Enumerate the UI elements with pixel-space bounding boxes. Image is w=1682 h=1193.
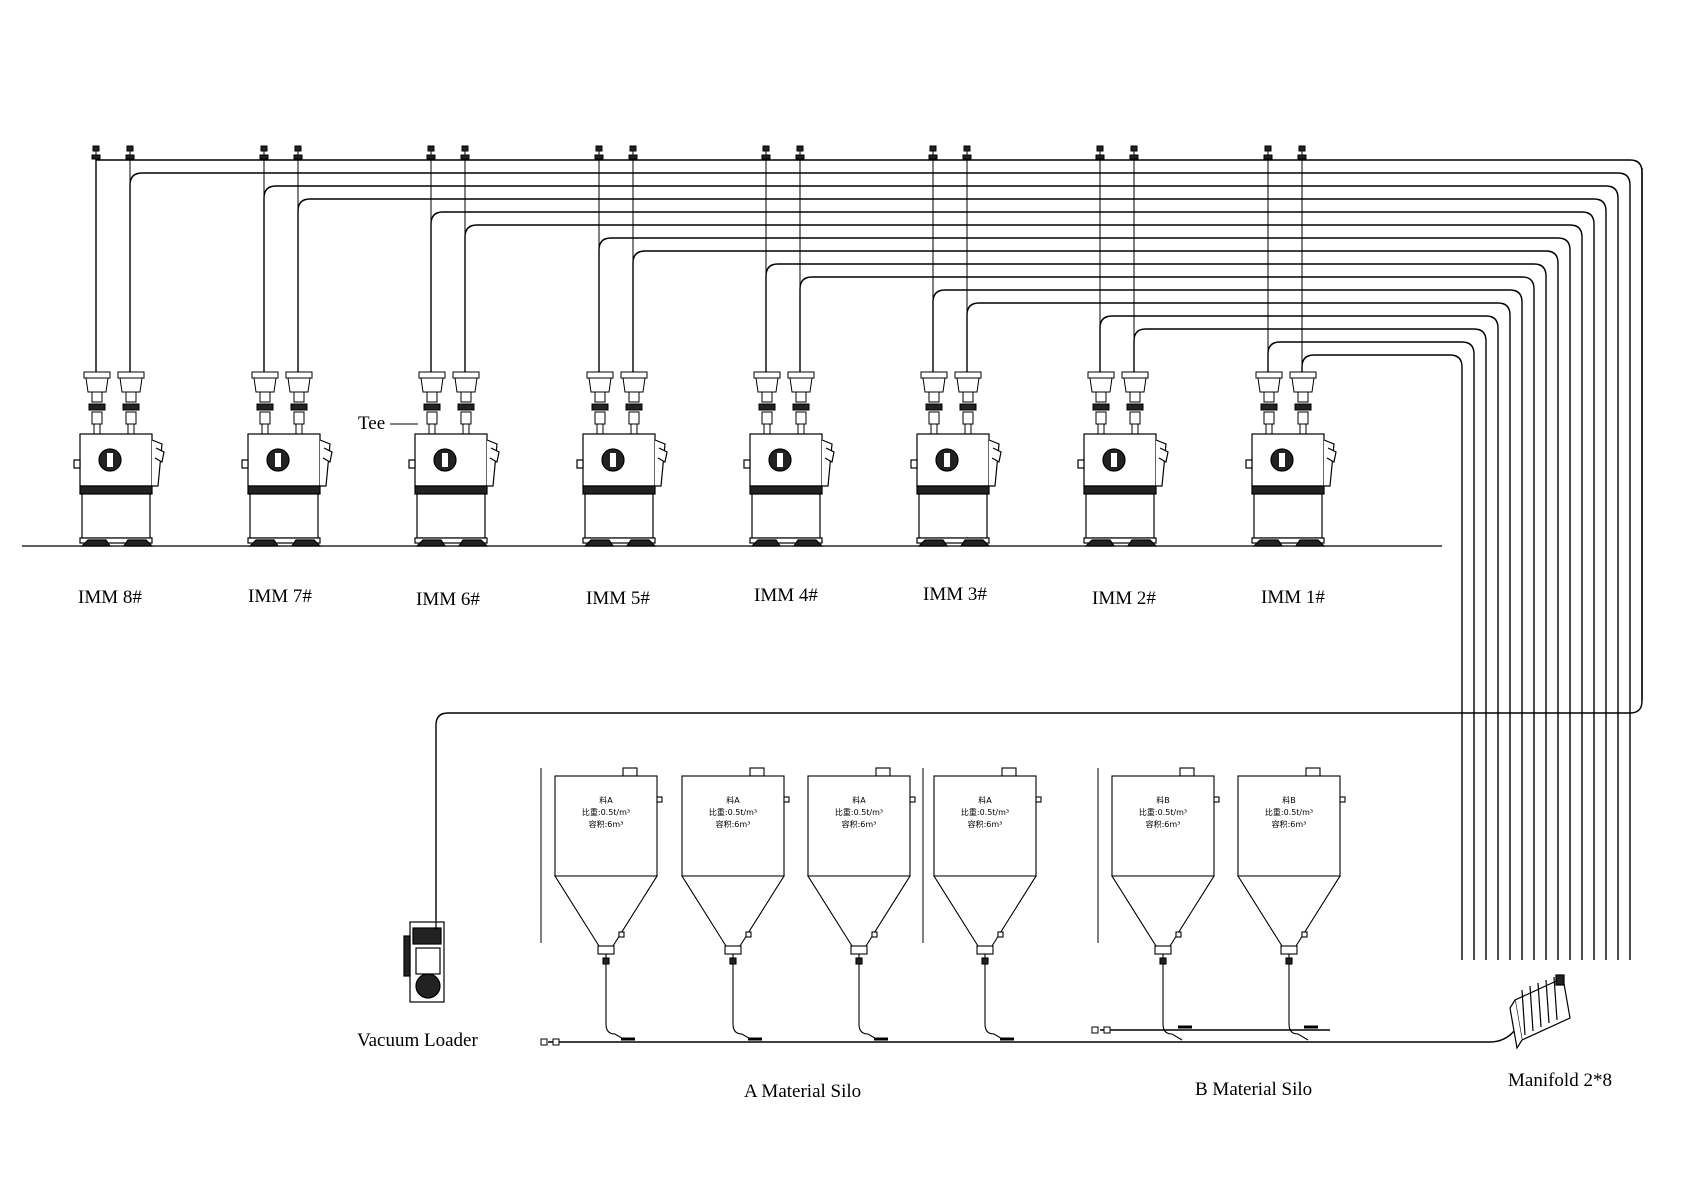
hopper-loader: [452, 371, 480, 436]
silo-spec-volume: 容积:6m³: [842, 819, 877, 829]
material-silo: 料A 比重:0.5t/m³ 容积:6m³: [681, 767, 790, 1041]
conveying-pipe: [765, 263, 1547, 960]
machine-body: [408, 433, 500, 547]
tee-label: Tee: [358, 413, 385, 434]
material-silo: 料A 比重:0.5t/m³ 容积:6m³: [807, 767, 916, 1041]
hopper-loader: [1255, 371, 1283, 436]
silo-spec-volume: 容积:6m³: [589, 819, 624, 829]
conveying-pipe: [129, 172, 1631, 960]
machine-label: IMM 4#: [754, 585, 818, 606]
feed-line-end-caps: [540, 1026, 1111, 1046]
machine-body: [1077, 433, 1169, 547]
machine-label: IMM 5#: [586, 588, 650, 609]
hopper-loader: [117, 371, 145, 436]
silo-spec-volume: 容积:6m³: [1146, 819, 1181, 829]
conveying-pipe: [966, 302, 1511, 960]
hopper-loader: [586, 371, 614, 436]
hopper-loader: [620, 371, 648, 436]
pipe-valves: [91, 145, 1307, 378]
machine-row: IMM 8# IMM 7# IMM 6# IMM 5# IMM 4# IMM 3# IMM …: [73, 371, 1337, 610]
injection-molding-machine: IMM 3#: [910, 371, 1002, 605]
machine-body: [576, 433, 668, 547]
machine-body: [910, 433, 1002, 547]
silo-row: 料A 比重:0.5t/m³ 容积:6m³ 料A 比重:0.5t/m³ 容积:6m³ 料A 比重…: [554, 767, 1346, 1041]
silo-group-dividers: [540, 768, 1099, 943]
hopper-loader: [83, 371, 111, 436]
material-silo: 料B 比重:0.5t/m³ 容积:6m³: [1111, 767, 1220, 1041]
silo-spec-volume: 容积:6m³: [968, 819, 1003, 829]
hopper-loader: [920, 371, 948, 436]
silo-group-a-label: A Material Silo: [744, 1081, 861, 1102]
machine-label: IMM 2#: [1092, 588, 1156, 609]
silo-spec-material: 料A: [726, 795, 740, 805]
manifold-label: Manifold 2*8: [1508, 1070, 1612, 1091]
machine-body: [73, 433, 165, 547]
material-silo: 料B 比重:0.5t/m³ 容积:6m³: [1237, 767, 1346, 1041]
machine-label: IMM 7#: [248, 586, 312, 607]
silo-spec-material: 料A: [978, 795, 992, 805]
silo-spec-density: 比重:0.5t/m³: [961, 807, 1009, 817]
hopper-loader: [787, 371, 815, 436]
pipe-network: [91, 145, 1643, 960]
conveying-pipe: [297, 198, 1607, 960]
hopper-loader: [1087, 371, 1115, 436]
conveying-pipe: [263, 185, 1619, 960]
hopper-loader: [1289, 371, 1317, 436]
vacuum-main-line: [435, 168, 1643, 920]
silo-spec-material: 料B: [1156, 795, 1170, 805]
material-silo: 料A 比重:0.5t/m³ 容积:6m³: [933, 767, 1042, 1041]
silo-spec-material: 料A: [599, 795, 613, 805]
conveying-pipe: [1099, 315, 1499, 960]
silo-spec-density: 比重:0.5t/m³: [709, 807, 757, 817]
hopper-loader: [954, 371, 982, 436]
tee-callout: Tee: [358, 413, 418, 434]
silo-spec-density: 比重:0.5t/m³: [582, 807, 630, 817]
conveying-pipe: [598, 237, 1571, 960]
conveying-pipe: [1301, 354, 1463, 960]
silo-spec-material: 料B: [1282, 795, 1296, 805]
machine-body: [241, 433, 333, 547]
injection-molding-machine: IMM 6#: [408, 371, 500, 610]
machine-label: IMM 1#: [1261, 587, 1325, 608]
conveying-pipe: [464, 224, 1583, 960]
material-feed-lines: [548, 1029, 1516, 1043]
vacuum-loader: [403, 920, 445, 1003]
conveying-pipe: [632, 250, 1559, 960]
conveying-pipe: [95, 159, 1643, 700]
injection-molding-machine: IMM 4#: [743, 371, 835, 606]
manifold: [1509, 974, 1571, 1050]
silo-spec-density: 比重:0.5t/m³: [1139, 807, 1187, 817]
conveying-pipe: [799, 276, 1535, 960]
hopper-loader: [418, 371, 446, 436]
silo-spec-density: 比重:0.5t/m³: [1265, 807, 1313, 817]
injection-molding-machine: IMM 5#: [576, 371, 668, 609]
machine-body: [1245, 433, 1337, 547]
machine-label: IMM 8#: [78, 587, 142, 608]
machine-label: IMM 6#: [416, 589, 480, 610]
injection-molding-machine: IMM 2#: [1077, 371, 1169, 609]
injection-molding-machine: IMM 7#: [241, 371, 333, 607]
hopper-loader: [285, 371, 313, 436]
silo-spec-density: 比重:0.5t/m³: [835, 807, 883, 817]
injection-molding-machine: IMM 1#: [1245, 371, 1337, 608]
silo-spec-volume: 容积:6m³: [1272, 819, 1307, 829]
conveying-pipe: [430, 211, 1595, 960]
silo-spec-material: 料A: [852, 795, 866, 805]
hopper-loader: [1121, 371, 1149, 436]
silo-spec-volume: 容积:6m³: [716, 819, 751, 829]
injection-molding-machine: IMM 8#: [73, 371, 165, 608]
silo-group-b-label: B Material Silo: [1195, 1079, 1312, 1100]
material-silo: 料A 比重:0.5t/m³ 容积:6m³: [554, 767, 663, 1041]
machine-label: IMM 3#: [923, 584, 987, 605]
conveying-pipe: [932, 289, 1523, 960]
conveying-pipe: [1267, 341, 1475, 960]
hopper-loader: [753, 371, 781, 436]
conveying-pipe: [1133, 328, 1487, 960]
hopper-loader: [251, 371, 279, 436]
vacuum-loader-label: Vacuum Loader: [357, 1030, 478, 1051]
machine-body: [743, 433, 835, 547]
